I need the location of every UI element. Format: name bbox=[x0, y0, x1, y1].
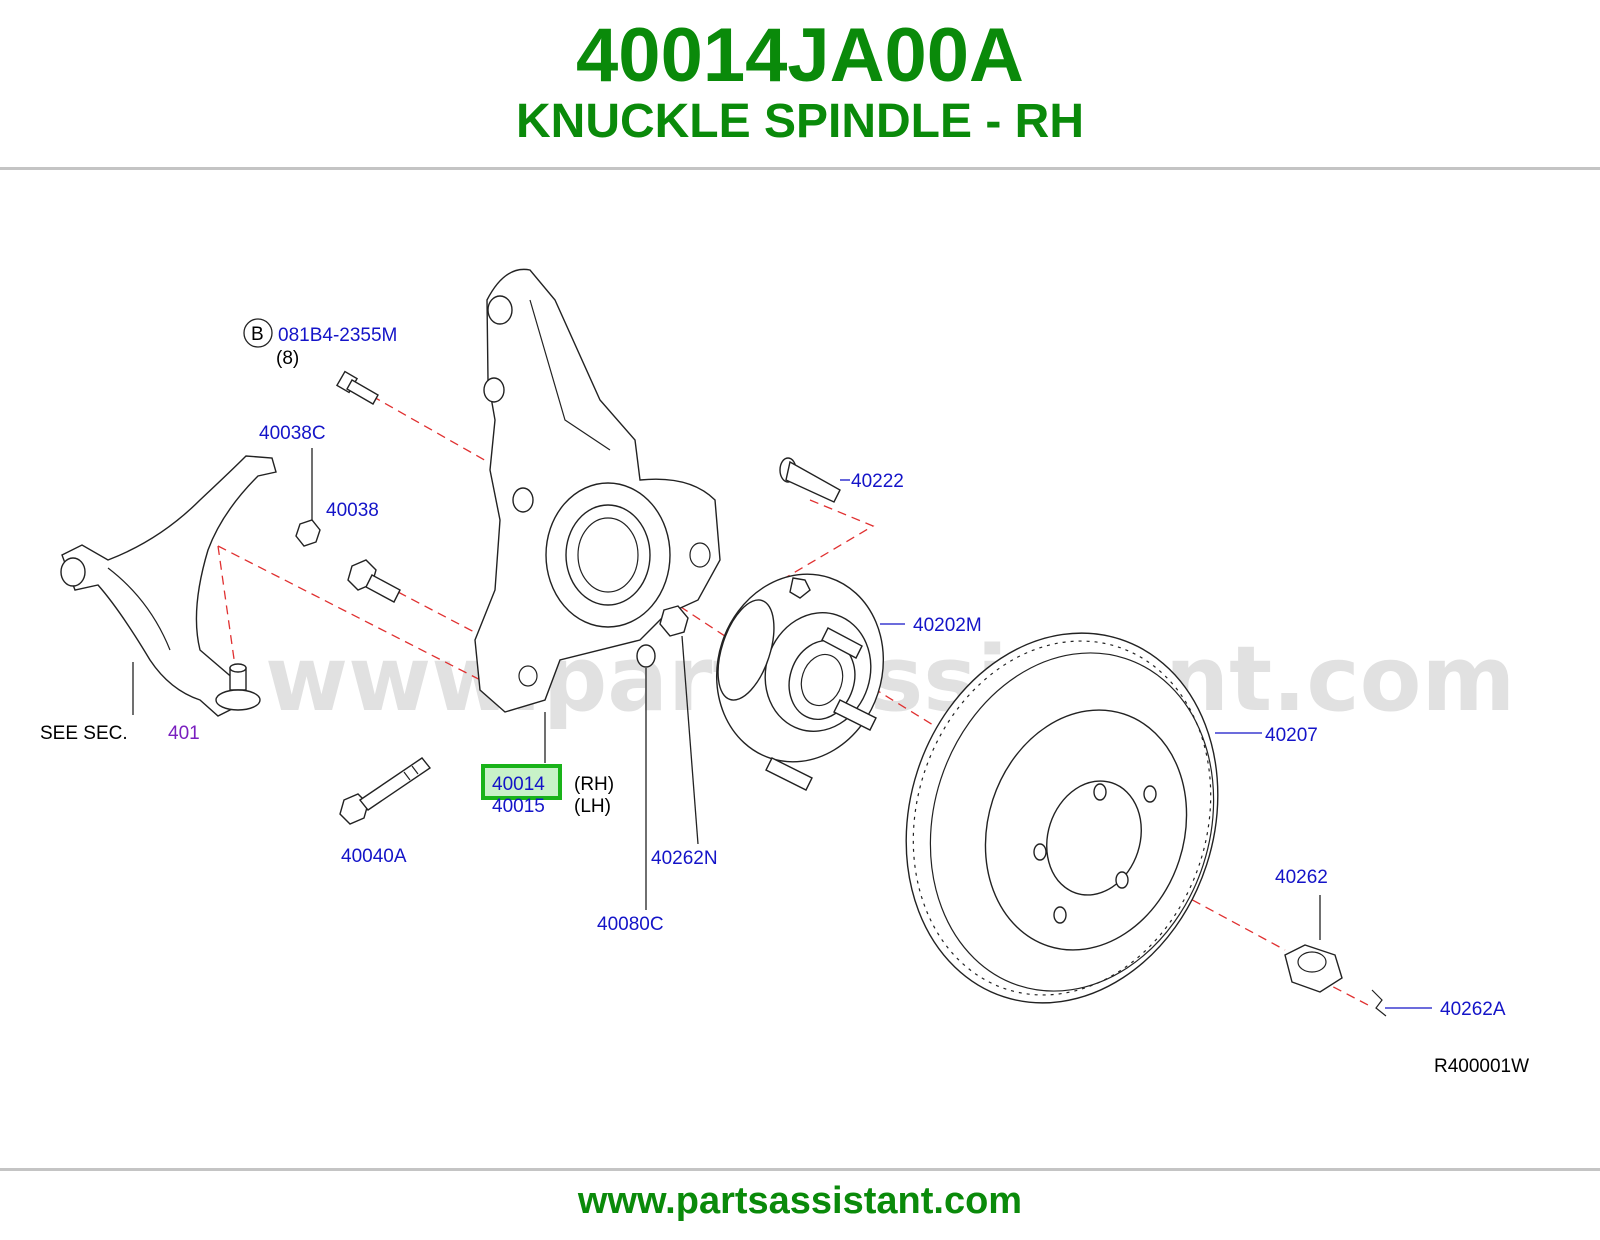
label-081b4-2355m[interactable]: 081B4-2355M bbox=[278, 325, 397, 346]
nut-40262n bbox=[659, 605, 689, 637]
ring-40080c bbox=[636, 644, 656, 668]
stud-40222 bbox=[779, 457, 841, 503]
axle-nut-40262 bbox=[1284, 944, 1343, 993]
bolt-081b4 bbox=[335, 370, 379, 405]
hub-bearing-40202m bbox=[715, 573, 885, 791]
label-section-401[interactable]: 401 bbox=[168, 723, 200, 744]
nut-40038c bbox=[295, 448, 321, 547]
highlight-box bbox=[481, 764, 562, 800]
label-40038c[interactable]: 40038C bbox=[259, 423, 326, 444]
figure-code: R400001W bbox=[1434, 1056, 1529, 1077]
leader-lines bbox=[132, 479, 1432, 1009]
label-lh: (LH) bbox=[574, 796, 611, 817]
label-40202m[interactable]: 40202M bbox=[913, 615, 982, 636]
callout-circle-icon bbox=[243, 318, 273, 348]
bolt-40038 bbox=[347, 559, 401, 603]
label-rh: (RH) bbox=[574, 774, 614, 795]
exploded-parts-diagram: www.partsassistant.com bbox=[40, 268, 1529, 1077]
label-40262n[interactable]: 40262N bbox=[651, 848, 718, 869]
brake-rotor-40207 bbox=[905, 632, 1219, 1004]
label-40262[interactable]: 40262 bbox=[1275, 867, 1328, 888]
cotter-pin-40262a bbox=[1371, 989, 1387, 1017]
part-number-title: 40014JA00A bbox=[576, 13, 1024, 98]
label-40038[interactable]: 40038 bbox=[326, 500, 379, 521]
knuckle-spindle bbox=[474, 268, 721, 713]
lower-control-arm bbox=[60, 455, 277, 717]
highlighted-part-40014[interactable]: 40014 bbox=[481, 764, 562, 800]
part-name-subtitle: KNUCKLE SPINDLE - RH bbox=[515, 95, 1084, 148]
label-40015[interactable]: 40015 bbox=[492, 796, 545, 817]
label-40014[interactable]: 40014 bbox=[492, 774, 545, 795]
bolt-40040a bbox=[339, 757, 432, 825]
callout-letter: B bbox=[251, 324, 264, 345]
bolt-callout: B 081B4-2355M (8) bbox=[243, 318, 397, 369]
watermark: www.partsassistant.com bbox=[265, 627, 1515, 732]
label-40262a[interactable]: 40262A bbox=[1440, 999, 1506, 1020]
label-40080c[interactable]: 40080C bbox=[597, 914, 664, 935]
label-40222[interactable]: 40222 bbox=[851, 471, 904, 492]
bolt-quantity: (8) bbox=[276, 348, 299, 369]
footer-divider bbox=[0, 1168, 1600, 1171]
label-40207[interactable]: 40207 bbox=[1265, 725, 1318, 746]
label-40040a[interactable]: 40040A bbox=[341, 846, 407, 867]
footer-url[interactable]: www.partsassistant.com bbox=[577, 1180, 1023, 1222]
see-section-text: SEE SEC. bbox=[40, 723, 128, 744]
header-divider bbox=[0, 167, 1600, 170]
